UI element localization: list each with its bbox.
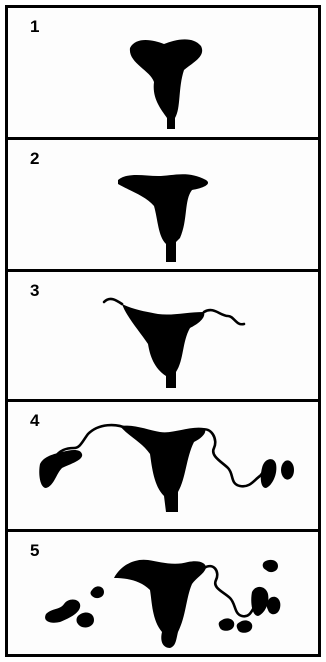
- panel-5: 5: [8, 532, 318, 654]
- uterus-stage-1-icon: [8, 8, 318, 137]
- panel-1: 1: [8, 8, 318, 140]
- uterus-stage-4-icon: [8, 402, 318, 529]
- uterus-stage-2-icon: [8, 140, 318, 269]
- uterus-stage-3-icon: [8, 272, 318, 399]
- panel-4: 4: [8, 402, 318, 532]
- panel-3: 3: [8, 272, 318, 402]
- stages-figure: 1 2 3 4: [5, 5, 321, 657]
- uterus-stage-5-icon: [8, 532, 318, 654]
- panel-2: 2: [8, 140, 318, 272]
